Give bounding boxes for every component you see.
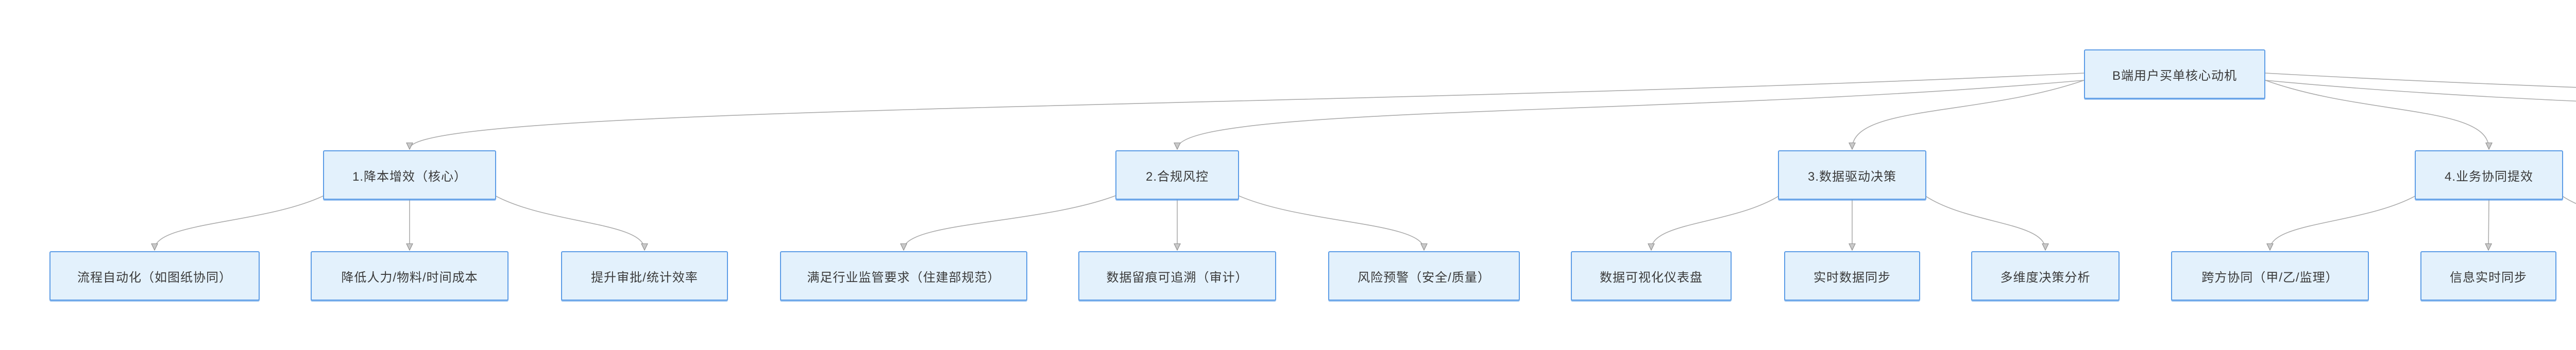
- edge: [2265, 73, 2576, 88]
- edge: [2560, 194, 2576, 204]
- leaf-node-l8[interactable]: 实时数据同步: [1784, 251, 1920, 301]
- edge: [1177, 80, 2084, 149]
- leaf-node-l10[interactable]: 跨方协同（甲/乙/监理）: [2171, 251, 2369, 301]
- edge: [155, 194, 327, 250]
- leaf-node-l3[interactable]: 提升审批/统计效率: [561, 251, 728, 301]
- edge: [904, 194, 1119, 250]
- leaf-node-l1[interactable]: 流程自动化（如图纸协同）: [49, 251, 260, 301]
- leaf-node-l9[interactable]: 多维度决策分析: [1971, 251, 2120, 301]
- branch-node-b1[interactable]: 1.降本增效（核心）: [323, 150, 496, 200]
- leaf-node-l4[interactable]: 满足行业监管要求（住建部规范）: [780, 251, 1027, 301]
- leaf-node-l5[interactable]: 数据留痕可追溯（审计）: [1078, 251, 1276, 301]
- edge: [410, 73, 2084, 149]
- leaf-node-l6[interactable]: 风险预警（安全/质量）: [1328, 251, 1520, 301]
- leaf-node-l11[interactable]: 信息实时同步: [2420, 251, 2556, 301]
- edge: [2270, 194, 2418, 250]
- leaf-node-l7[interactable]: 数据可视化仪表盘: [1571, 251, 1732, 301]
- edge: [2265, 80, 2489, 149]
- branch-node-b4[interactable]: 4.业务协同提效: [2415, 150, 2563, 200]
- edge: [2488, 199, 2489, 250]
- edge: [1651, 194, 1782, 250]
- edge: [1923, 194, 2045, 250]
- edge: [493, 194, 645, 250]
- root-node-root[interactable]: B端用户买单核心动机: [2084, 49, 2265, 99]
- branch-node-b2[interactable]: 2.合规风控: [1115, 150, 1239, 200]
- edge: [1852, 80, 2084, 149]
- branch-node-b3[interactable]: 3.数据驱动决策: [1778, 150, 1926, 200]
- leaf-node-l2[interactable]: 降低人力/物料/时间成本: [311, 251, 509, 301]
- edge: [2265, 80, 2576, 102]
- edge: [1235, 194, 1424, 250]
